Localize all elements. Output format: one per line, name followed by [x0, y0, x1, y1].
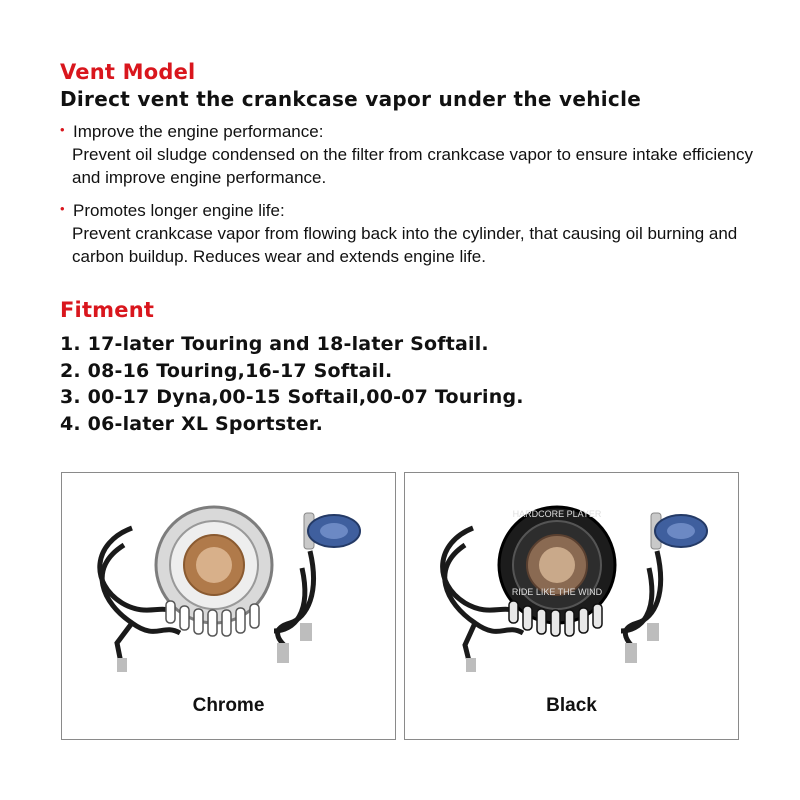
chrome-air-cleaner-icon — [97, 505, 361, 672]
product-caption: Chrome — [192, 695, 265, 716]
fitment-item: 4. 06-later XL Sportster. — [60, 412, 323, 435]
black-air-cleaner-icon: HARDCORE PLAYER RIDE LIKE THE WIND — [440, 505, 708, 672]
fitment-title: Fitment — [60, 298, 155, 322]
feature-heading: Promotes longer engine life: — [73, 201, 285, 220]
feature-bullet: • Improve the engine performance: Preven… — [60, 120, 760, 189]
fitment-item: 3. 00-17 Dyna,00-15 Softail,00-07 Tourin… — [60, 386, 524, 408]
bullet-dot-icon: • — [60, 122, 65, 137]
ring-text-bottom: RIDE LIKE THE WIND — [512, 587, 603, 597]
fitment-item: 2. 08-16 Touring,16-17 Softail. — [60, 359, 393, 382]
product-card-chrome: Chrome — [61, 472, 396, 740]
ring-text-top: HARDCORE PLAYER — [513, 509, 602, 519]
vent-model-title: Vent Model — [60, 60, 196, 84]
bullet-dot-icon: • — [60, 201, 65, 216]
feature-description: Prevent crankcase vapor from flowing bac… — [72, 224, 738, 266]
feature-heading: Improve the engine performance: — [73, 122, 324, 141]
feature-description: Prevent oil sludge condensed on the filt… — [72, 145, 754, 187]
feature-bullet: • Promotes longer engine life: Prevent c… — [60, 199, 760, 268]
product-caption: Black — [546, 695, 597, 716]
fitment-list: 1. 17-later Touring and 18-later Softail… — [60, 331, 524, 437]
product-card-black: HARDCORE PLAYER RIDE LIKE THE WIND Black — [404, 472, 739, 740]
vent-model-subtitle: Direct vent the crankcase vapor under th… — [60, 87, 642, 111]
fitment-item: 1. 17-later Touring and 18-later Softail… — [60, 333, 489, 355]
